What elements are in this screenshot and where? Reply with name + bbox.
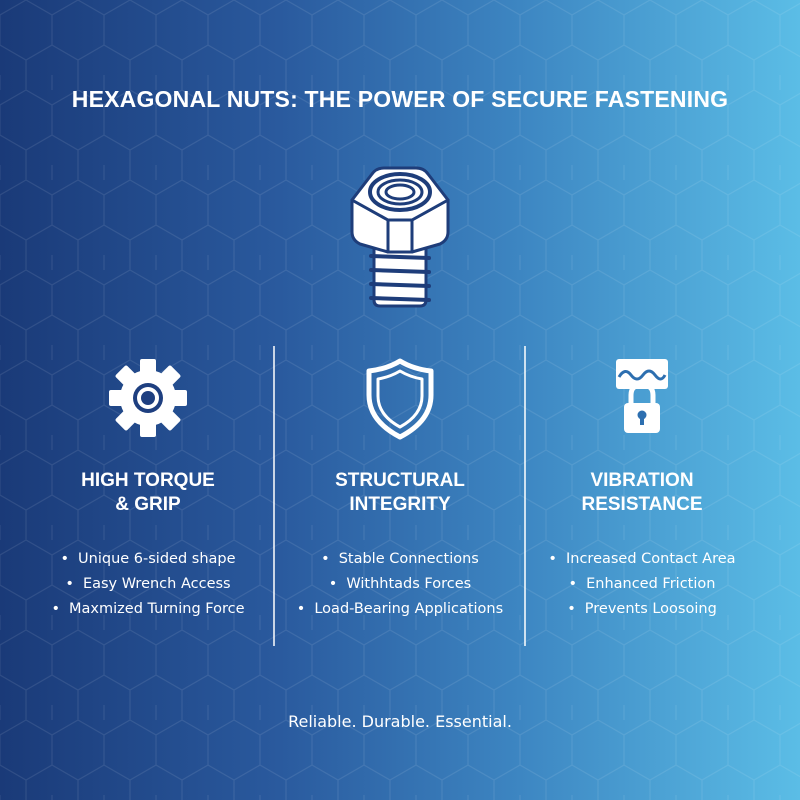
feature-bullet: Enhanced Friction	[512, 572, 772, 597]
column-divider-left	[273, 346, 275, 646]
feature-bullet: Maxmized Turning Force	[18, 597, 278, 622]
feature-bullet-list: Increased Contact Area Enhanced Friction…	[512, 547, 772, 622]
feature-bullet: Prevents Loosoing	[512, 597, 772, 622]
column-divider-right	[524, 346, 526, 646]
tagline: Reliable. Durable. Essential.	[288, 712, 512, 731]
feature-bullet: Increased Contact Area	[512, 547, 772, 572]
feature-bullet: Withhtads Forces	[270, 572, 530, 597]
feature-bullet: Easy Wrench Access	[18, 572, 278, 597]
padlock-icon	[616, 359, 668, 433]
feature-column-vibration: VIBRATION RESISTANCE Increased Contact A…	[512, 355, 772, 622]
feature-heading: VIBRATION RESISTANCE	[581, 470, 703, 515]
feature-heading: HIGH TORQUE & GRIP	[81, 470, 215, 515]
feature-bullet-list: Stable Connections Withhtads Forces Load…	[270, 547, 530, 622]
shield-icon	[366, 358, 434, 440]
feature-bullet-list: Unique 6-sided shape Easy Wrench Access …	[18, 547, 278, 622]
page-title: HEXAGONAL NUTS: THE POWER OF SECURE FAST…	[71, 86, 729, 112]
feature-column-torque: HIGH TORQUE & GRIP Unique 6-sided shape …	[18, 355, 278, 622]
feature-heading: STRUCTURAL INTEGRITY	[335, 470, 465, 515]
gear-icon	[109, 359, 187, 437]
feature-bullet: Unique 6-sided shape	[18, 547, 278, 572]
feature-column-integrity: STRUCTURAL INTEGRITY Stable Connections …	[270, 355, 530, 622]
hex-bolt-icon	[350, 166, 450, 308]
feature-bullet: Load-Bearing Applications	[270, 597, 530, 622]
feature-bullet: Stable Connections	[270, 547, 530, 572]
